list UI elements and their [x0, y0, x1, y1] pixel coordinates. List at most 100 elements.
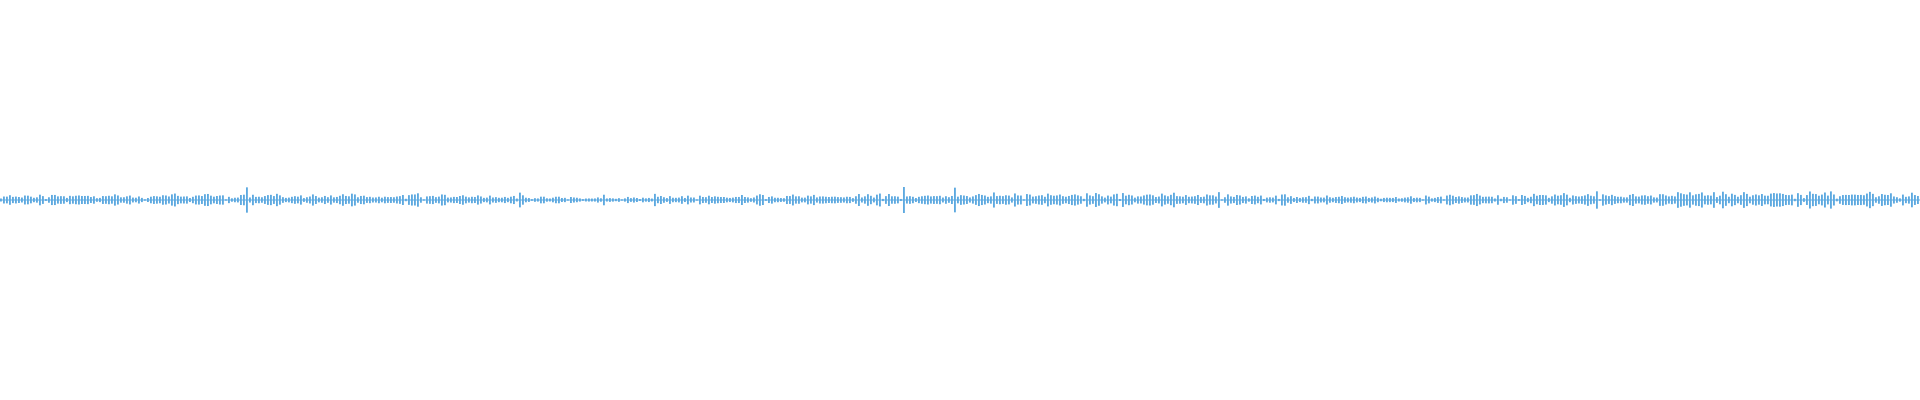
waveform-bar — [1041, 195, 1043, 205]
waveform-bar — [1095, 193, 1097, 207]
waveform-bar — [1617, 196, 1619, 204]
waveform-bar — [1380, 198, 1382, 202]
waveform-bar — [1200, 197, 1202, 203]
waveform-bar — [1899, 198, 1901, 202]
waveform-bar — [1056, 195, 1058, 205]
waveform-bar — [1830, 191, 1832, 209]
waveform-bar — [375, 197, 377, 203]
waveform-bar — [984, 195, 986, 205]
waveform-bar — [822, 196, 824, 204]
waveform-bar — [318, 197, 320, 203]
waveform-bar — [1374, 196, 1376, 204]
waveform-bar — [513, 195, 515, 205]
waveform-bar — [942, 197, 944, 203]
waveform-bar — [138, 196, 140, 204]
waveform-bar — [1224, 197, 1226, 203]
waveform-bar — [930, 196, 932, 204]
waveform-bar — [1140, 196, 1142, 204]
waveform-bar — [1506, 197, 1508, 203]
waveform-bar — [1083, 198, 1085, 202]
waveform-bar — [1605, 195, 1607, 205]
waveform-bar — [477, 195, 479, 205]
waveform-bar — [1125, 195, 1127, 205]
waveform-bar — [1071, 194, 1073, 206]
waveform-bar — [1869, 191, 1871, 209]
waveform-bar — [1077, 195, 1079, 205]
waveform-bar — [297, 196, 299, 204]
waveform-bar — [1557, 195, 1559, 205]
waveform-bar — [1599, 199, 1601, 201]
waveform-bar — [1104, 197, 1106, 203]
waveform-bar — [1479, 195, 1481, 205]
waveform-bar — [1299, 197, 1301, 203]
waveform-bar — [267, 195, 269, 205]
waveform-bar — [1425, 195, 1427, 205]
waveform-bar — [87, 195, 89, 205]
waveform-bar — [1572, 195, 1574, 205]
waveform-bar — [1275, 195, 1277, 205]
waveform-bar — [156, 196, 158, 204]
waveform-bar — [48, 197, 50, 203]
waveform-bar — [849, 196, 851, 204]
waveform-bar — [486, 197, 488, 203]
waveform-bar — [705, 197, 707, 203]
waveform-bar — [1518, 199, 1520, 201]
waveform-bar — [978, 193, 980, 207]
waveform-bar — [1722, 191, 1724, 209]
waveform-bar — [45, 199, 47, 201]
waveform-bar — [681, 196, 683, 204]
waveform-bar — [132, 197, 134, 203]
waveform-bar — [1365, 196, 1367, 204]
waveform-bar — [1182, 196, 1184, 204]
waveform-bar — [66, 197, 68, 203]
waveform-bar — [12, 196, 14, 204]
waveform-bar — [1002, 196, 1004, 204]
waveform-bar — [327, 197, 329, 203]
waveform-bar — [1293, 197, 1295, 203]
waveform-bar — [798, 196, 800, 204]
waveform-bar — [219, 195, 221, 205]
waveform-bar — [498, 197, 500, 203]
waveform-bar — [201, 196, 203, 204]
waveform-bar — [792, 194, 794, 206]
waveform-bar — [1419, 197, 1421, 203]
waveform-bar — [1560, 195, 1562, 205]
waveform-bar — [957, 196, 959, 204]
waveform-bar — [1665, 195, 1667, 205]
waveform-bar — [1521, 195, 1523, 205]
waveform-bar — [333, 197, 335, 203]
waveform-bar — [1770, 193, 1772, 207]
waveform-bar — [1368, 197, 1370, 203]
waveform-bar — [1878, 196, 1880, 204]
waveform-bar — [1908, 196, 1910, 204]
waveform-bar — [9, 195, 11, 205]
waveform-bar — [372, 197, 374, 203]
waveform-bar — [711, 197, 713, 203]
waveform-bar — [801, 197, 803, 203]
waveform-bar — [735, 196, 737, 204]
waveform-bar — [1185, 195, 1187, 205]
waveform-bar — [975, 195, 977, 205]
waveform-bar — [795, 196, 797, 204]
waveform-bar — [1815, 194, 1817, 206]
waveform-bar — [804, 197, 806, 203]
waveform-bar — [567, 199, 569, 201]
waveform-bar — [1134, 197, 1136, 203]
waveform-bar — [1524, 195, 1526, 205]
waveform-bar — [969, 197, 971, 203]
waveform-bar — [0, 198, 2, 202]
waveform-bar — [1701, 192, 1703, 208]
waveform-bar — [591, 198, 593, 202]
waveform-bar — [855, 196, 857, 204]
waveform-bar — [369, 196, 371, 204]
waveform-bar — [1218, 192, 1220, 208]
waveform-bar — [1797, 193, 1799, 207]
waveform-bar — [1344, 197, 1346, 203]
waveform-bar — [423, 199, 425, 201]
waveform-bar — [1386, 197, 1388, 203]
waveform-bar — [1080, 196, 1082, 204]
waveform-bar — [963, 195, 965, 205]
waveform-bar — [1260, 195, 1262, 205]
